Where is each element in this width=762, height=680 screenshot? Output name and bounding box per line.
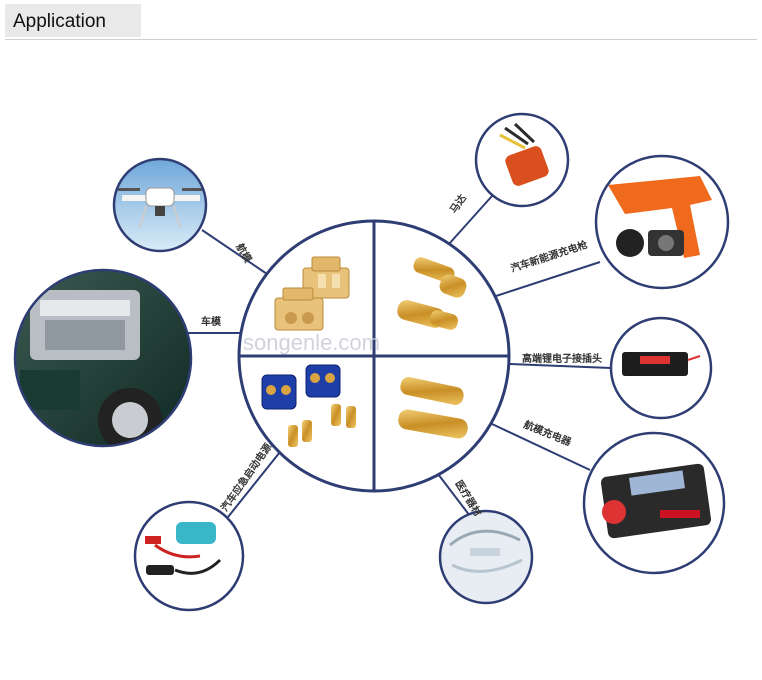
watermark: songenle.com — [243, 330, 380, 355]
center-connector-circle — [237, 219, 511, 493]
gold-bullet-image — [397, 257, 467, 330]
gold-banana-image — [398, 377, 468, 439]
drone-photo — [112, 157, 208, 253]
label-battery-connector: 高端锂电子接插头 — [522, 352, 602, 365]
jump-starter-photo — [133, 500, 245, 612]
lipo-battery-photo — [609, 316, 713, 420]
header-divider — [5, 39, 757, 40]
xt-plug-image — [274, 256, 350, 331]
motor-photo — [474, 112, 570, 208]
ec-plug-image — [261, 364, 356, 447]
label-car-model: 车模 — [201, 315, 222, 328]
label-jump-starter: 汽车应急启动电源 — [218, 441, 275, 514]
label-rc-charger: 航模充电器 — [522, 418, 574, 449]
ev-charger-photo — [594, 154, 730, 290]
label-motor: 马达 — [447, 192, 469, 216]
medical-equipment-photo — [438, 509, 534, 605]
rc-charger-photo — [582, 431, 726, 575]
section-header: Application — [5, 4, 141, 37]
section-title: Application — [13, 11, 106, 32]
car-engine-photo — [13, 268, 193, 448]
connector-lines — [188, 195, 612, 518]
